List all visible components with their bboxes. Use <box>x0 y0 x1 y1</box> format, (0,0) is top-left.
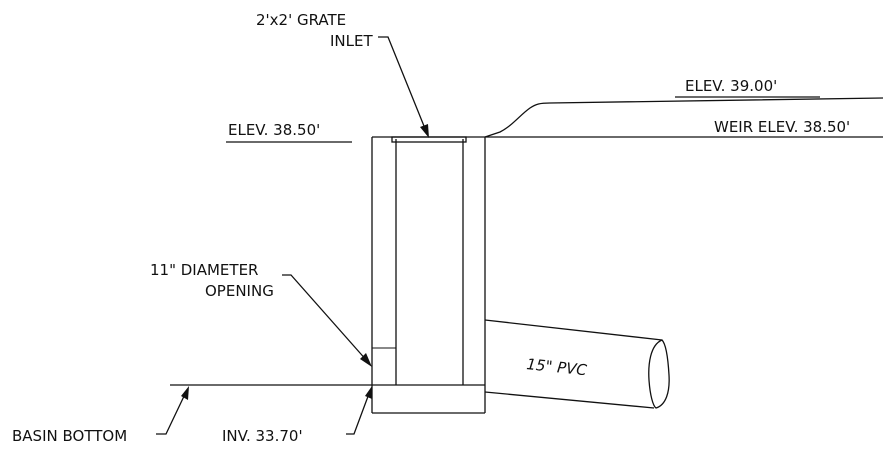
grate-inlet-leader <box>378 36 429 138</box>
grate-inlet-label: 2'x2' GRATE <box>256 11 346 29</box>
opening-leader <box>282 274 372 367</box>
grate-inlet-label-2: INLET <box>330 32 373 50</box>
grate <box>391 136 467 143</box>
weir-elev-label: WEIR ELEV. 38.50' <box>714 118 850 136</box>
basin-bottom-label: BASIN BOTTOM <box>12 427 127 445</box>
inlet-structure <box>371 136 486 414</box>
grade-line-right <box>484 97 883 138</box>
invert-leader <box>346 386 372 435</box>
elev-top-label: ELEV. 39.00' <box>685 77 777 95</box>
elev-left-label: ELEV. 38.50' <box>228 121 320 139</box>
invert-label: INV. 33.70' <box>222 427 303 445</box>
opening-label-2: OPENING <box>205 282 274 300</box>
pvc-pipe <box>484 319 670 409</box>
basin-bottom-leader <box>156 386 189 435</box>
pipe-label: 15" PVC <box>526 355 589 379</box>
opening-label: 11" DIAMETER <box>150 261 258 279</box>
